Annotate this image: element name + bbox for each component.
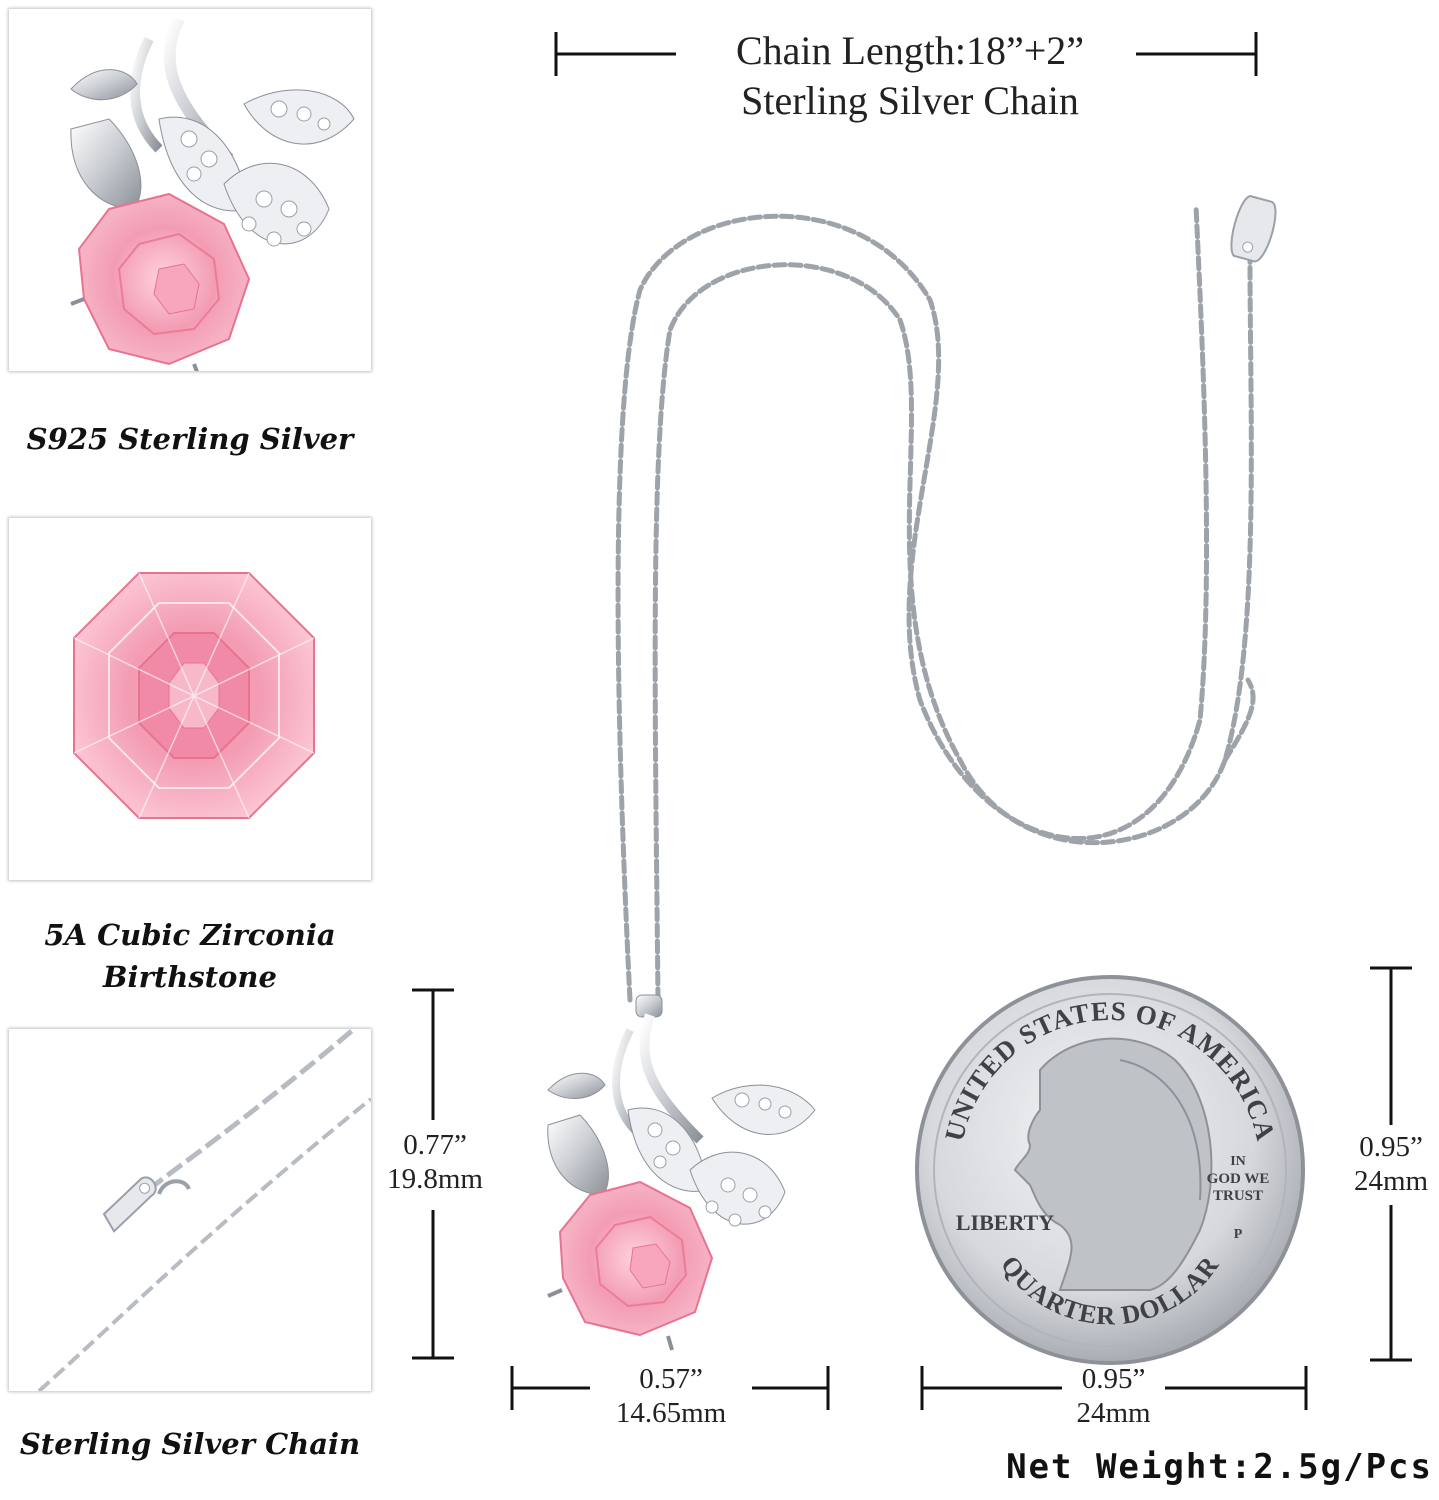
coin-height-label: 0.95” 24mm xyxy=(1338,1130,1439,1198)
chain-length-dimension xyxy=(554,32,1258,76)
chain-caption: Sterling Silver Chain xyxy=(19,1427,361,1461)
coin-god-we-text: GOD WE xyxy=(1207,1171,1270,1187)
chain-closeup-image xyxy=(9,1029,371,1391)
pendant-width-label: 0.57” 14.65mm xyxy=(590,1362,752,1430)
s925-tag-icon xyxy=(1230,194,1277,263)
gem-closeup-image xyxy=(9,518,371,880)
coin-liberty-text: LIBERTY xyxy=(956,1210,1054,1235)
net-weight-label: Net Weight:2.5g/Pcs xyxy=(1006,1447,1433,1487)
coin-width-inches: 0.95” xyxy=(1081,1363,1146,1395)
coin-mint-mark: P xyxy=(1234,1227,1243,1242)
rose-pendant xyxy=(547,994,816,1351)
pendant-height-mm: 19.8mm xyxy=(387,1163,483,1195)
caption-line: Birthstone xyxy=(103,960,277,994)
coin-height-inches: 0.95” xyxy=(1359,1131,1423,1163)
coin-width-mm: 24mm xyxy=(1076,1397,1151,1429)
pendant-width-mm: 14.65mm xyxy=(615,1397,727,1429)
chain-spec-label: Chain Length:18”+2” Sterling Silver Chai… xyxy=(600,26,1220,126)
pendant-width-inches: 0.57” xyxy=(639,1363,703,1395)
coin-width-label: 0.95” 24mm xyxy=(1062,1362,1165,1430)
necklace-chain xyxy=(615,202,1256,1003)
chain-length-text: Chain Length:18”+2” xyxy=(735,28,1085,73)
coin-in-text: IN xyxy=(1230,1154,1246,1169)
caption-line: 5A Cubic Zirconia xyxy=(44,918,336,952)
coin-trust-text: TRUST xyxy=(1213,1188,1263,1204)
coin-width-dimension xyxy=(920,1366,1308,1410)
coin-height-dimension xyxy=(1370,966,1412,1362)
pendant-height-label: 0.77” 19.8mm xyxy=(370,1128,500,1196)
pendant-closeup-image xyxy=(9,9,371,371)
pendant-width-dimension xyxy=(510,1366,830,1410)
chain-material-text: Sterling Silver Chain xyxy=(741,78,1079,123)
coin-height-mm: 24mm xyxy=(1353,1165,1429,1197)
sterling-silver-caption: S925 Sterling Silver xyxy=(26,422,354,456)
quarter-dollar-coin: IN GOD WE TRUST LIBERTY P UNITED STATES … xyxy=(915,975,1305,1365)
cubic-zirconia-caption: 5A Cubic Zirconia Birthstone xyxy=(0,914,380,998)
pendant-height-inches: 0.77” xyxy=(403,1129,467,1161)
pendant-height-dimension xyxy=(412,988,454,1360)
